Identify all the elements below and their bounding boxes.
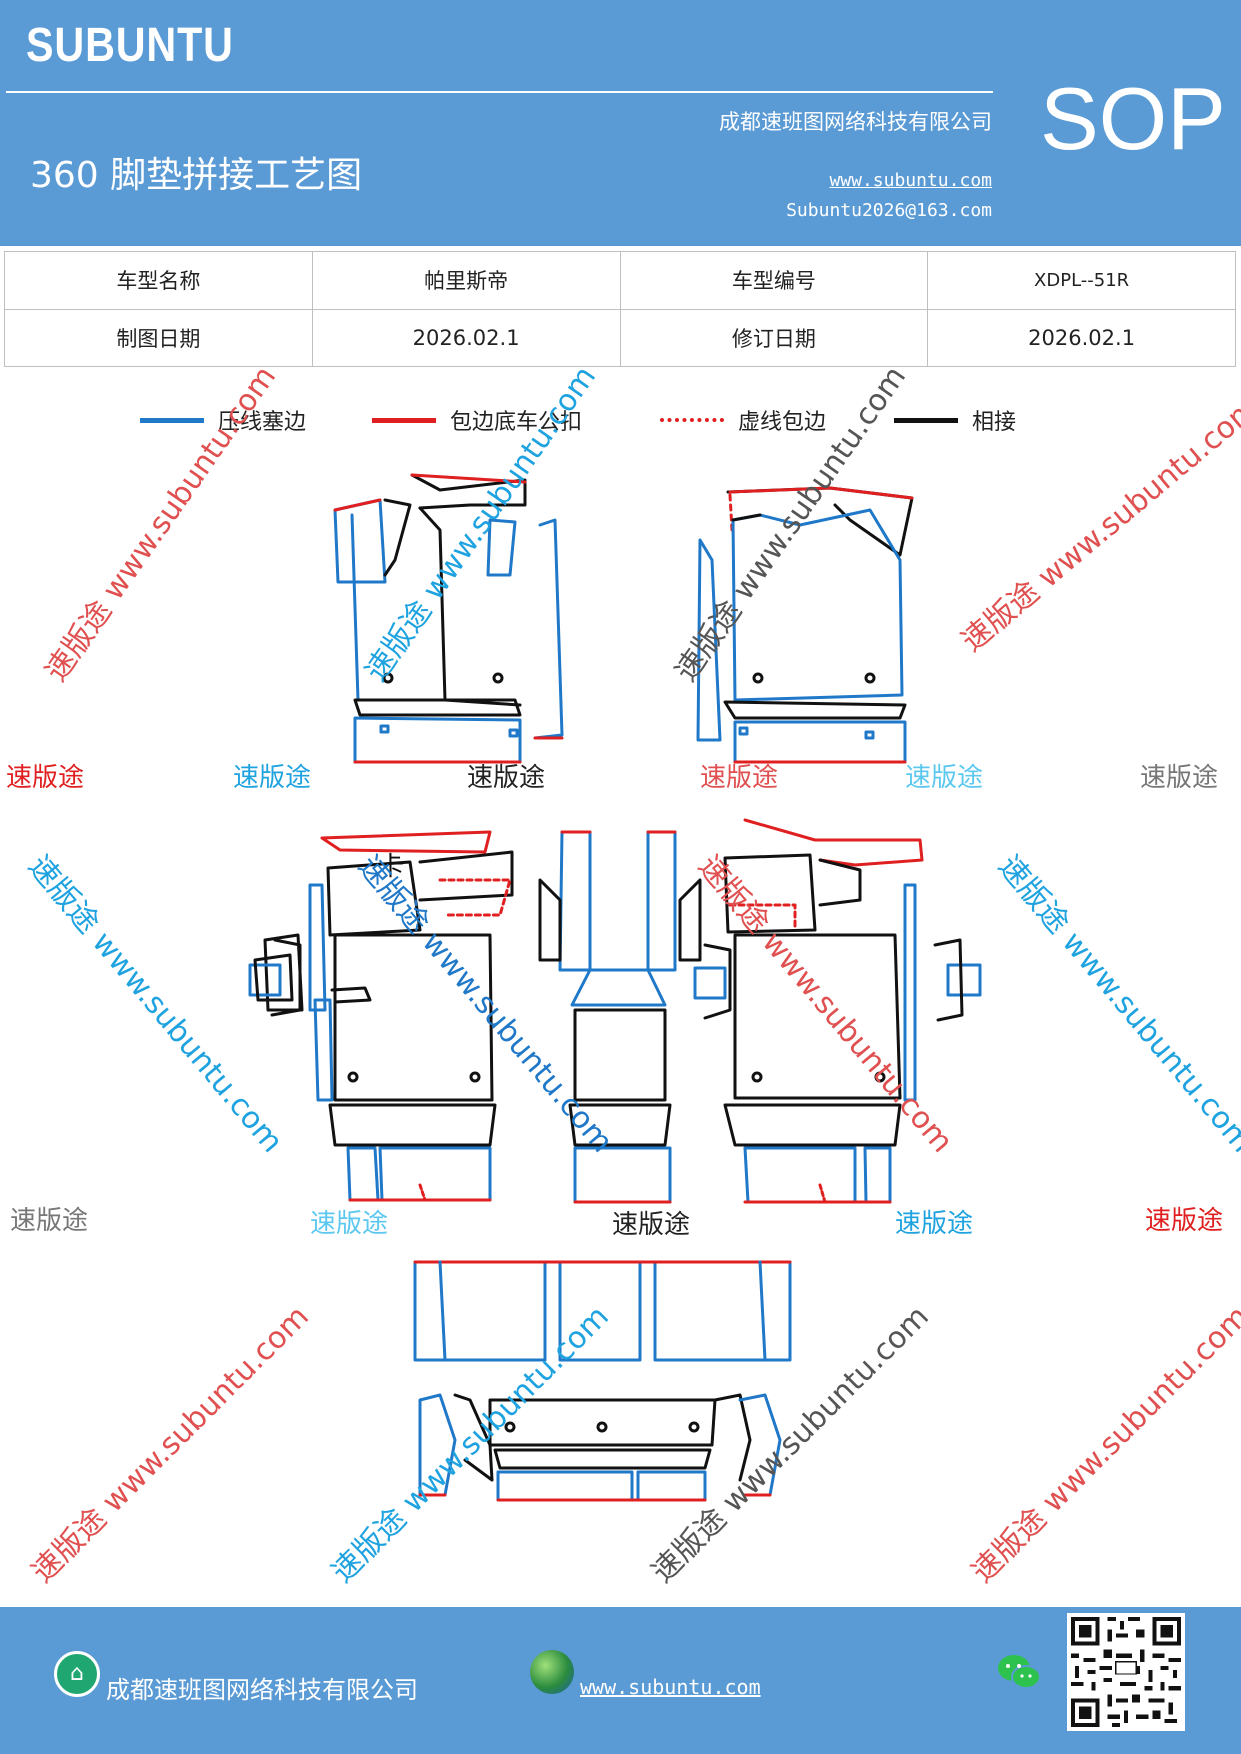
revise-date-value: 2026.02.1 [927,308,1236,367]
watermark-text: 速版途 [1145,1206,1224,1236]
legend-label: 虚线包边 [738,410,827,435]
draw-date-value: 2026.02.1 [311,308,621,367]
watermark-text: 速版途 [467,763,546,793]
table-row: 制图日期 2026.02.1 修订日期 2026.02.1 [4,308,1236,367]
legend-item-dashed-edge: 虚线包边 [660,404,826,436]
model-name-label: 车型名称 [4,251,313,310]
legend-label: 包边底车公扣 [450,410,583,435]
table-row: 车型名称 帕里斯帝 车型编号 XDPL--51R [4,251,1236,310]
front-left-mat [333,473,564,764]
legend-item-red-edge: 包边底车公扣 [372,404,582,436]
watermark-text: 速版途 [6,763,85,793]
mat-pattern-drawing: 卡 [248,473,982,1502]
watermark-text: 速版途 [700,763,779,793]
middle-right-mat [693,818,982,1204]
watermark-text: 速版途 [10,1206,89,1236]
left-ear-piece [253,938,302,1017]
legend-item-press-line: 压线塞边 [140,404,306,436]
legend-label: 压线塞边 [218,410,307,435]
footer-company: 成都速班图网络科技有限公司 [106,1676,418,1704]
watermark-text: 速版途 [233,763,312,793]
sop-label: SOP [1040,69,1226,168]
info-table: 车型名称 帕里斯帝 车型编号 XDPL--51R 制图日期 2026.02.1 … [4,251,1236,367]
legend: 压线塞边 包边底车公扣 虚线包边 相接 [140,404,1040,436]
model-code-label: 车型编号 [619,251,929,310]
header-band [0,0,1241,246]
legend-swatch [140,417,204,423]
middle-left-mat: 卡 [248,830,514,1202]
watermark-text: 速版途 [905,763,984,793]
watermark-text: 速版途 [1140,763,1219,793]
model-code-value: XDPL--51R [927,251,1236,310]
brand-logo: SUBUNTU [26,19,234,72]
rear-mat [413,1260,792,1502]
svg-text:卡: 卡 [378,852,404,882]
globe-icon [530,1650,574,1694]
footer-website-link[interactable]: www.subuntu.com [580,1675,761,1699]
header-divider [6,91,993,93]
legend-swatch [894,417,958,423]
watermark-text: 速版途 [895,1209,974,1239]
watermark-text: 速版途 [612,1210,691,1240]
front-right-mat [696,486,914,764]
revise-date-label: 修订日期 [619,308,929,367]
legend-item-joined: 相接 [894,404,1016,436]
model-name-value: 帕里斯帝 [311,251,621,310]
legend-swatch [372,417,436,423]
header-website-link[interactable]: www.subuntu.com [829,170,992,191]
header-company: 成都速班图网络科技有限公司 [719,110,992,134]
center-tunnel-mat [538,830,702,1204]
page-title: 360 脚垫拼接工艺图 [30,155,363,196]
wechat-icon [998,1655,1041,1689]
home-icon: ⌂ [54,1651,100,1697]
draw-date-label: 制图日期 [4,308,313,367]
header-email: Subuntu2026@163.com [786,200,992,221]
legend-swatch [660,418,724,422]
watermark-text: 速版途 [310,1209,389,1239]
legend-label: 相接 [972,410,1017,435]
qr-code[interactable] [1067,1613,1185,1731]
